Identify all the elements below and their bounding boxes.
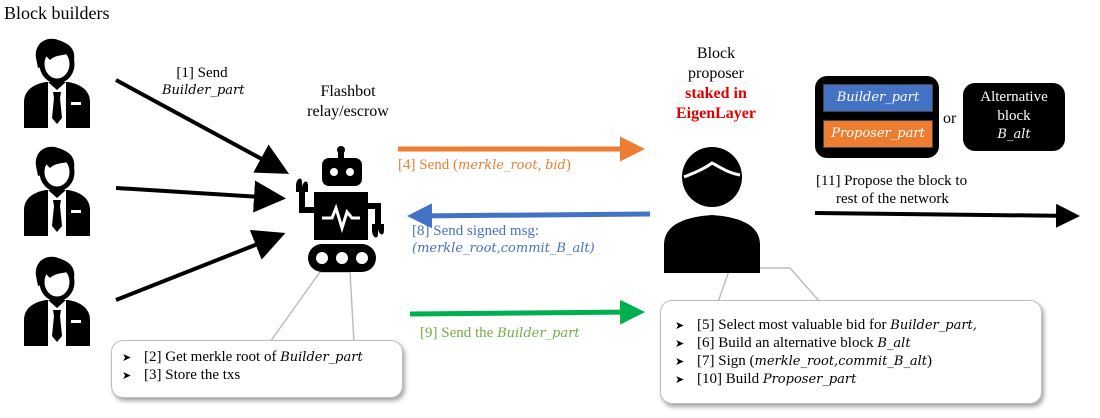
- proposer-callout-item-text: [7] Sign (: [697, 353, 755, 369]
- relay-callout-item-term: Builder_part: [280, 350, 363, 365]
- builder-icon-3: [24, 256, 90, 346]
- proposer-callout-item: ➤ [7] Sign (merkle_root,commit_B_alt): [675, 353, 1041, 371]
- relay-callout-item: ➤ [3] Store the txs: [122, 367, 402, 385]
- flashbot-title: Flashbot relay/escrow: [298, 82, 398, 122]
- arrow-builder3-to-relay: [115, 229, 286, 302]
- proposer-part-segment: Proposer_part: [823, 120, 933, 148]
- arrow-bullet-icon: ➤: [675, 374, 685, 386]
- relay-callout-item-text: [3] Store the txs: [144, 367, 241, 383]
- step4-term2: bid: [545, 158, 566, 173]
- relay-callout-item-text: [2] Get merkle root of: [144, 349, 281, 365]
- alt-block-line2: block: [997, 108, 1031, 124]
- relay-callout-item: ➤ [2] Get merkle root of Builder_part: [122, 349, 402, 367]
- proposer-callout: ➤ [5] Select most valuable bid for Builde…: [660, 300, 1042, 404]
- step11-line1: [11] Propose the block to: [816, 173, 968, 189]
- proposer-staked-line2: EigenLayer: [676, 105, 756, 122]
- arrow-propose-block: [814, 203, 1080, 228]
- proposer-title-line2: proposer: [688, 65, 744, 82]
- builder-part-segment: Builder_part: [823, 84, 933, 112]
- step4-term1: merkle_root: [458, 158, 538, 173]
- step8-line1: [8] Send signed msg:: [412, 223, 540, 239]
- step4-prefix: [4] Send (: [398, 157, 458, 173]
- arrow-send-builder-part: [409, 299, 645, 325]
- proposer-title: Block proposer staked in EigenLayer: [666, 44, 766, 124]
- or-label: or: [943, 110, 957, 127]
- relay-callout-pointer: [268, 271, 355, 343]
- arrow-builder2-to-relay: [115, 180, 286, 213]
- step9-prefix: [9] Send the: [420, 325, 498, 341]
- step11-label: [11] Propose the block to rest of the ne…: [816, 172, 967, 208]
- proposer-callout-item-after: ): [927, 353, 933, 369]
- proposer-callout-item-term: Proposer_part: [762, 372, 857, 387]
- step1-label: [1] Send Builder_part: [162, 64, 245, 100]
- block-composition: Builder_part Proposer_part: [815, 76, 939, 158]
- arrow-bullet-icon: ➤: [122, 352, 132, 364]
- arrow-bullet-icon: ➤: [675, 338, 685, 350]
- alternative-block: Alternative block B_alt: [963, 83, 1065, 151]
- proposer-callout-item-text: [6] Build an alternative block: [697, 335, 878, 351]
- flashbot-title-line2: relay/escrow: [307, 103, 389, 120]
- step8-label: [8] Send signed msg: (merkle_root,commit…: [412, 222, 595, 258]
- alt-block-line3: B_alt: [997, 127, 1031, 142]
- step4-suffix: ): [565, 157, 571, 173]
- arrow-bullet-icon: ➤: [675, 320, 685, 332]
- alt-block-line1: Alternative: [980, 89, 1048, 105]
- step11-line2: rest of the network: [836, 191, 949, 207]
- relay-callout: ➤ [2] Get merkle root of Builder_part ➤ [3…: [111, 340, 403, 398]
- proposer-icon: [664, 147, 760, 273]
- step8-line2: (merkle_root,commit_B_alt): [412, 241, 595, 256]
- proposer-callout-item-text: [5] Select most valuable bid for: [697, 317, 891, 333]
- builder-icon-1: [24, 38, 90, 128]
- robot-icon: [296, 146, 384, 272]
- step4-sep: ,: [537, 157, 546, 173]
- arrow-bullet-icon: ➤: [122, 370, 132, 382]
- proposer-callout-pointer: [716, 267, 822, 303]
- step1-term: Builder_part: [162, 83, 245, 98]
- arrow-builder1-to-relay: [115, 78, 290, 174]
- flashbot-title-line1: Flashbot: [320, 83, 376, 100]
- step9-term: Builder_part: [497, 326, 580, 341]
- step1-text: [1] Send: [176, 65, 228, 81]
- step9-label: [9] Send the Builder_part: [420, 324, 580, 343]
- builder-icon-2: [24, 146, 90, 236]
- proposer-callout-item: ➤ [5] Select most valuable bid for Builde…: [675, 317, 1041, 335]
- proposer-callout-item-term: merkle_root,commit_B_alt: [754, 354, 928, 369]
- proposer-callout-item-term: B_alt: [877, 336, 911, 351]
- proposer-callout-item-text: [10] Build: [697, 371, 763, 387]
- block-builders-title: Block builders: [4, 3, 110, 23]
- step4-label: [4] Send (merkle_root, bid): [398, 156, 571, 175]
- arrow-send-signed-msg: [407, 203, 651, 229]
- proposer-staked-line1: staked in: [685, 85, 747, 102]
- proposer-callout-item: ➤ [6] Build an alternative block B_alt: [675, 335, 1041, 353]
- proposer-title-line1: Block: [696, 45, 736, 62]
- proposer-callout-item: ➤ [10] Build Proposer_part: [675, 371, 1041, 389]
- proposer-callout-item-term: Builder_part,: [890, 318, 977, 333]
- arrow-bullet-icon: ➤: [675, 356, 685, 368]
